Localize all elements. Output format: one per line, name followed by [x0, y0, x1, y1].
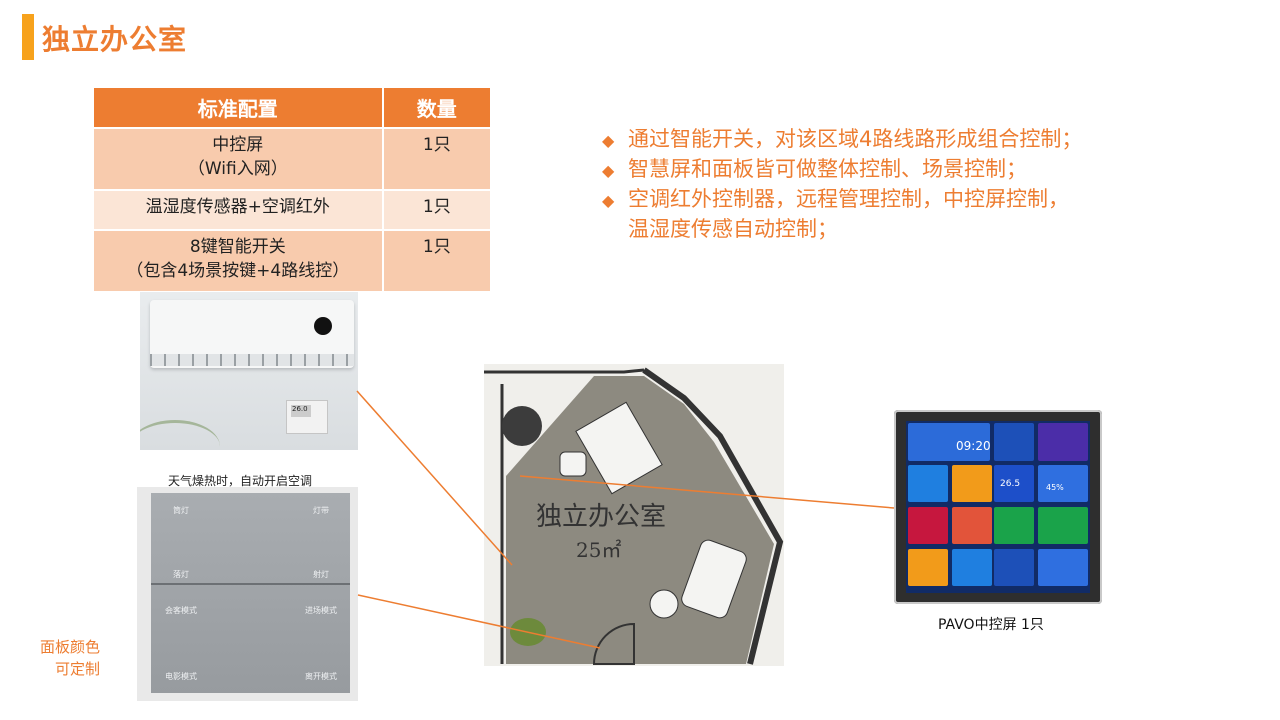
switch-panel-face: 筒灯 灯带 落灯 射灯 会客模式 进场模式 电影模式 离开模式	[151, 493, 350, 693]
curtain-tile-b	[1038, 507, 1088, 544]
scene-tile	[952, 465, 992, 502]
panel-color-note-line1: 面板颜色	[40, 638, 101, 656]
panel-button-label: 会客模式	[165, 606, 197, 615]
screen-time: 09:20	[956, 439, 991, 453]
feature-list: ◆ 通过智能开关，对该区域4路线路形成组合控制； ◆ 智慧屏和面板皆可做整体控制…	[602, 125, 1082, 244]
panel-color-note-line2: 可定制	[55, 660, 101, 678]
panel-button-label: 落灯	[173, 570, 189, 579]
table-header-row: 标准配置 数量	[92, 86, 493, 129]
app-tile	[1038, 549, 1088, 586]
quantity-cell: 1只	[381, 189, 493, 231]
table-row: 中控屏 （Wifi入网） 1只	[92, 127, 493, 191]
config-cell: 中控屏 （Wifi入网）	[92, 127, 384, 191]
book-tile	[908, 507, 948, 544]
wall-top	[484, 368, 645, 374]
plant	[510, 618, 546, 646]
config-name: 温湿度传感器+空调红外	[145, 197, 330, 217]
feature-item: ◆ 空调红外控制器，远程管理控制，中控屏控制，	[602, 185, 1082, 215]
room-label: 独立办公室	[536, 502, 667, 532]
screen-humidity: 45%	[1046, 483, 1064, 492]
room-area: 25㎡	[576, 538, 622, 562]
config-name: 8键智能开关	[189, 237, 286, 257]
thermo-reading: 26.0	[292, 405, 308, 413]
floor-plan: 独立办公室 25㎡	[484, 364, 784, 666]
plant-pot	[502, 406, 542, 446]
config-name: 中控屏	[212, 135, 264, 155]
air-conditioner-display	[314, 317, 332, 335]
quantity-cell: 1只	[381, 229, 493, 293]
air-conditioner-photo: 26.0	[140, 292, 358, 450]
panel-divider	[151, 583, 350, 585]
leave-tile	[952, 549, 992, 586]
temperature-tile: 26.5	[994, 465, 1034, 502]
plant-leaf-decoration	[140, 420, 220, 450]
feature-item: ◆ 通过智能开关，对该区域4路线路形成组合控制；	[602, 125, 1082, 155]
feature-text: 智慧屏和面板皆可做整体控制、场景控制；	[628, 157, 1027, 181]
sofa	[681, 539, 747, 619]
table-row: 温湿度传感器+空调红外 1只	[92, 189, 493, 231]
photo-tile	[908, 465, 948, 502]
screen-caption: PAVO中控屏 1只	[938, 617, 1044, 633]
office-chair	[559, 451, 587, 477]
header-quantity: 数量	[381, 86, 493, 129]
panel-button-label: 射灯	[313, 570, 329, 579]
wall-right	[642, 367, 784, 665]
config-note: （包含4场景按键+4路线控）	[126, 261, 350, 281]
side-table	[649, 589, 679, 619]
door-swing	[592, 622, 635, 665]
ac-caption: 天气燥热时，自动开启空调	[168, 474, 313, 488]
welcome-tile	[908, 549, 948, 586]
panel-button-label: 灯带	[313, 506, 329, 515]
switch-panel-photo: 筒灯 灯带 落灯 射灯 会客模式 进场模式 电影模式 离开模式	[137, 487, 358, 701]
air-conditioner-vent	[150, 354, 354, 366]
control-screen-display: 09:20 26.5 45%	[906, 421, 1090, 593]
title-accent-bar	[22, 14, 34, 60]
diamond-bullet-icon: ◆	[602, 191, 615, 210]
panel-button-label: 电影模式	[165, 672, 197, 681]
thermo-screen	[291, 405, 311, 417]
quantity-cell: 1只	[381, 127, 493, 191]
header-config: 标准配置	[92, 86, 384, 129]
feature-continuation: 温湿度传感自动控制；	[628, 217, 838, 241]
config-note: （Wifi入网）	[187, 159, 288, 179]
panel-button-label: 离开模式	[305, 672, 337, 681]
music-tile	[1038, 423, 1088, 461]
diamond-bullet-icon: ◆	[602, 131, 615, 150]
thermo-hygrometer: 26.0	[286, 400, 328, 434]
panel-button-label: 进场模式	[305, 606, 337, 615]
table-row: 8键智能开关 （包含4场景按键+4路线控） 1只	[92, 229, 493, 293]
config-table: 标准配置 数量 中控屏 （Wifi入网） 1只 温湿度传感器+空调红外 1只 8…	[92, 86, 493, 293]
feature-text: 通过智能开关，对该区域4路线路形成组合控制；	[628, 127, 1083, 151]
system-tile	[994, 423, 1034, 461]
config-cell: 8键智能开关 （包含4场景按键+4路线控）	[92, 229, 384, 293]
feature-text: 空调红外控制器，远程管理控制，中控屏控制，	[628, 187, 1069, 211]
diamond-bullet-icon: ◆	[602, 161, 615, 180]
floor-plan-drawing	[484, 367, 784, 665]
curtain-tile-a	[994, 507, 1034, 544]
humidity-tile: 45%	[1038, 465, 1088, 502]
feature-item: ◆ 智慧屏和面板皆可做整体控制、场景控制；	[602, 155, 1082, 185]
panel-button-label: 筒灯	[173, 506, 189, 515]
control-screen-device: 09:20 26.5 45%	[894, 410, 1102, 604]
media-tile	[994, 549, 1034, 586]
panel-color-note: 面板颜色 可定制	[40, 636, 100, 680]
clock-tile: 09:20	[908, 423, 991, 461]
config-cell: 温湿度传感器+空调红外	[92, 189, 384, 231]
night-tile	[952, 507, 992, 544]
screen-temperature: 26.5	[1000, 479, 1021, 489]
page-title: 独立办公室	[42, 23, 188, 56]
